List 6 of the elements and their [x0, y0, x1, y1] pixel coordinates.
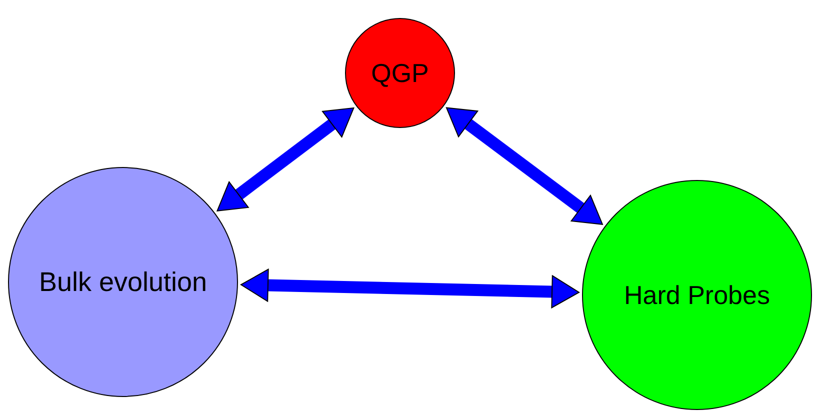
node-label: Hard Probes: [624, 280, 770, 310]
double-arrow: [446, 107, 603, 225]
node-label: QGP: [371, 58, 429, 88]
node-label: Bulk evolution: [38, 266, 208, 298]
double-arrow: [240, 268, 580, 308]
double-arrow: [216, 107, 354, 212]
